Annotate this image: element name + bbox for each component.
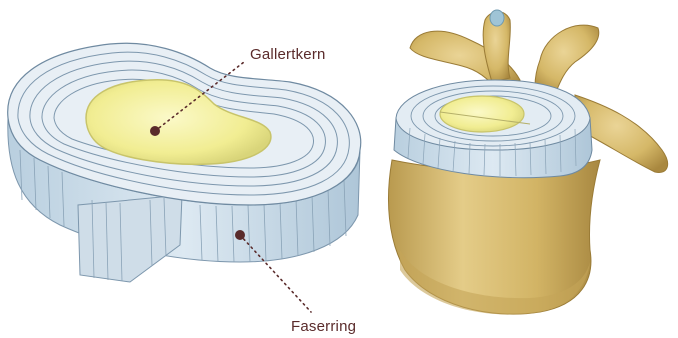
vertebra [388,10,667,315]
spinous-process-tip [490,10,504,26]
marker-dot-annulus [235,230,245,240]
label-faserring: Faserring [291,318,356,335]
intervertebral-disc [8,43,361,282]
superior-articular-process [535,25,599,92]
label-gallertkern: Gallertkern [250,46,326,63]
marker-dot-nucleus [150,126,160,136]
